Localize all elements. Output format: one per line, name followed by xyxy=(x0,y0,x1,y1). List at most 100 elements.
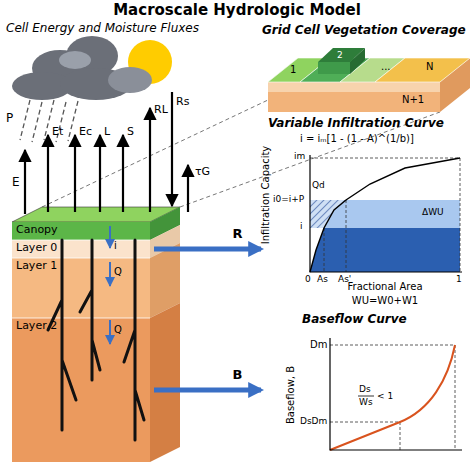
guide-line xyxy=(330,422,400,423)
axes xyxy=(310,155,462,272)
diagram-label: ΔWU xyxy=(422,207,444,217)
layer-boundary xyxy=(12,318,150,319)
diagram-label: As' xyxy=(338,274,351,284)
diagram-label: Q xyxy=(114,266,122,278)
diagram-label: Qd xyxy=(312,180,325,190)
layer-name: Layer 1 xyxy=(16,260,154,273)
flux-arrow xyxy=(99,135,101,212)
flux-arrows xyxy=(25,92,188,214)
panel-title: Baseflow Curve xyxy=(302,313,474,327)
cloud-highlight xyxy=(59,51,91,69)
diagram-label: Infiltration Capacity xyxy=(260,146,272,245)
diagram-label: τG xyxy=(195,166,210,179)
flux-arrow xyxy=(74,135,76,212)
layer-name: Canopy xyxy=(16,224,154,237)
infiltration-curve xyxy=(310,158,460,272)
fraction-bar xyxy=(358,396,374,397)
roots xyxy=(48,240,144,440)
guide-line xyxy=(455,345,456,450)
edge-label: B xyxy=(233,368,243,383)
tile-number: N+1 xyxy=(402,94,424,106)
diagram-label: E xyxy=(12,176,20,190)
guide-lines xyxy=(310,158,460,272)
layer-boundary xyxy=(12,240,150,241)
rain-streak xyxy=(32,102,42,142)
edge-label: R xyxy=(232,227,242,242)
water-arrows xyxy=(109,226,111,344)
diagram-label: S xyxy=(127,126,134,139)
soil-layer: Layer 1 xyxy=(12,258,154,318)
guide-line xyxy=(324,228,325,272)
drainage-arrow xyxy=(109,262,111,286)
delta-wu-region xyxy=(324,200,460,228)
diagram-label: i xyxy=(300,221,303,231)
tile-number: ... xyxy=(381,61,391,73)
diagram-label: Baseflow, B xyxy=(285,366,297,424)
rain-streak xyxy=(20,100,30,140)
soil-layer: Canopy xyxy=(12,222,154,240)
root xyxy=(80,240,100,380)
cloud xyxy=(108,67,152,93)
flux-arrow xyxy=(122,135,124,212)
flow-arrow xyxy=(154,247,261,252)
guide-line xyxy=(330,345,455,346)
axes xyxy=(330,338,462,450)
diagram-label: i0=i+P xyxy=(273,194,304,204)
diagram-label: i xyxy=(114,240,117,252)
diagram-label: Ds xyxy=(359,384,371,394)
tile-number: 2 xyxy=(337,50,343,60)
drainage-arrow xyxy=(109,320,111,344)
grid-top xyxy=(268,58,470,82)
flux-arrow xyxy=(187,165,189,212)
section-heading: Grid Cell Vegetation Coverage xyxy=(262,24,466,38)
guide-line xyxy=(400,422,401,450)
diagram-label: L xyxy=(104,126,110,139)
diagram-label: Ec xyxy=(79,126,92,139)
layer2-side xyxy=(150,303,180,462)
diagram-label: Ws xyxy=(359,397,373,407)
flux-arrow xyxy=(149,108,151,212)
flux-arrow xyxy=(24,150,26,214)
layer-name: Layer 0 xyxy=(16,242,154,255)
diagram-label: Q xyxy=(114,324,122,336)
flux-arrow xyxy=(171,92,173,206)
diagram-label: RL xyxy=(154,104,168,117)
guide-line xyxy=(460,158,461,272)
root xyxy=(124,240,144,440)
tile-number: 1 xyxy=(290,64,296,76)
diagram-label: P xyxy=(6,112,13,126)
guide-lines xyxy=(330,345,455,450)
wu-region xyxy=(310,228,460,272)
tile xyxy=(375,58,470,82)
section-heading: Cell Energy and Moisture Fluxes xyxy=(6,22,199,36)
diagram-title: Macroscale Hydrologic Model xyxy=(0,2,474,19)
baseflow-curve xyxy=(330,345,455,450)
raised-tile-side xyxy=(350,48,365,74)
flux-arrow xyxy=(47,135,49,212)
panel-title: Variable Infiltration Curve xyxy=(268,117,474,131)
diagram-label: Rs xyxy=(176,96,189,109)
diagram-label: Fractional Area xyxy=(347,281,422,293)
diagram-label: 0 xyxy=(305,274,311,284)
tile-number: N xyxy=(426,61,433,73)
soil-layer: Layer 2 xyxy=(12,318,154,462)
diagram-label: As xyxy=(317,274,328,284)
diagram-label: im xyxy=(294,151,305,161)
layer2-face xyxy=(12,318,150,462)
layer-boundary xyxy=(12,258,150,259)
infiltration-arrow xyxy=(109,226,111,248)
grid-front xyxy=(268,92,440,112)
guide-line xyxy=(310,158,460,159)
flow-arrow xyxy=(154,388,261,393)
guide-line xyxy=(346,200,347,272)
diagram-label: i = iₘ[1 - (1 - A)^(1/b)] xyxy=(300,133,414,145)
diagram-label: < 1 xyxy=(377,391,393,401)
clouds xyxy=(12,36,152,100)
layer-name: Layer 2 xyxy=(16,320,154,333)
grid-front-top xyxy=(268,82,440,92)
diagram-label: DsDm xyxy=(300,416,327,426)
diagram-label: WU=W0+W1 xyxy=(352,295,418,307)
raised-tile-front xyxy=(318,62,350,74)
diagram-label: 1 xyxy=(456,274,462,284)
